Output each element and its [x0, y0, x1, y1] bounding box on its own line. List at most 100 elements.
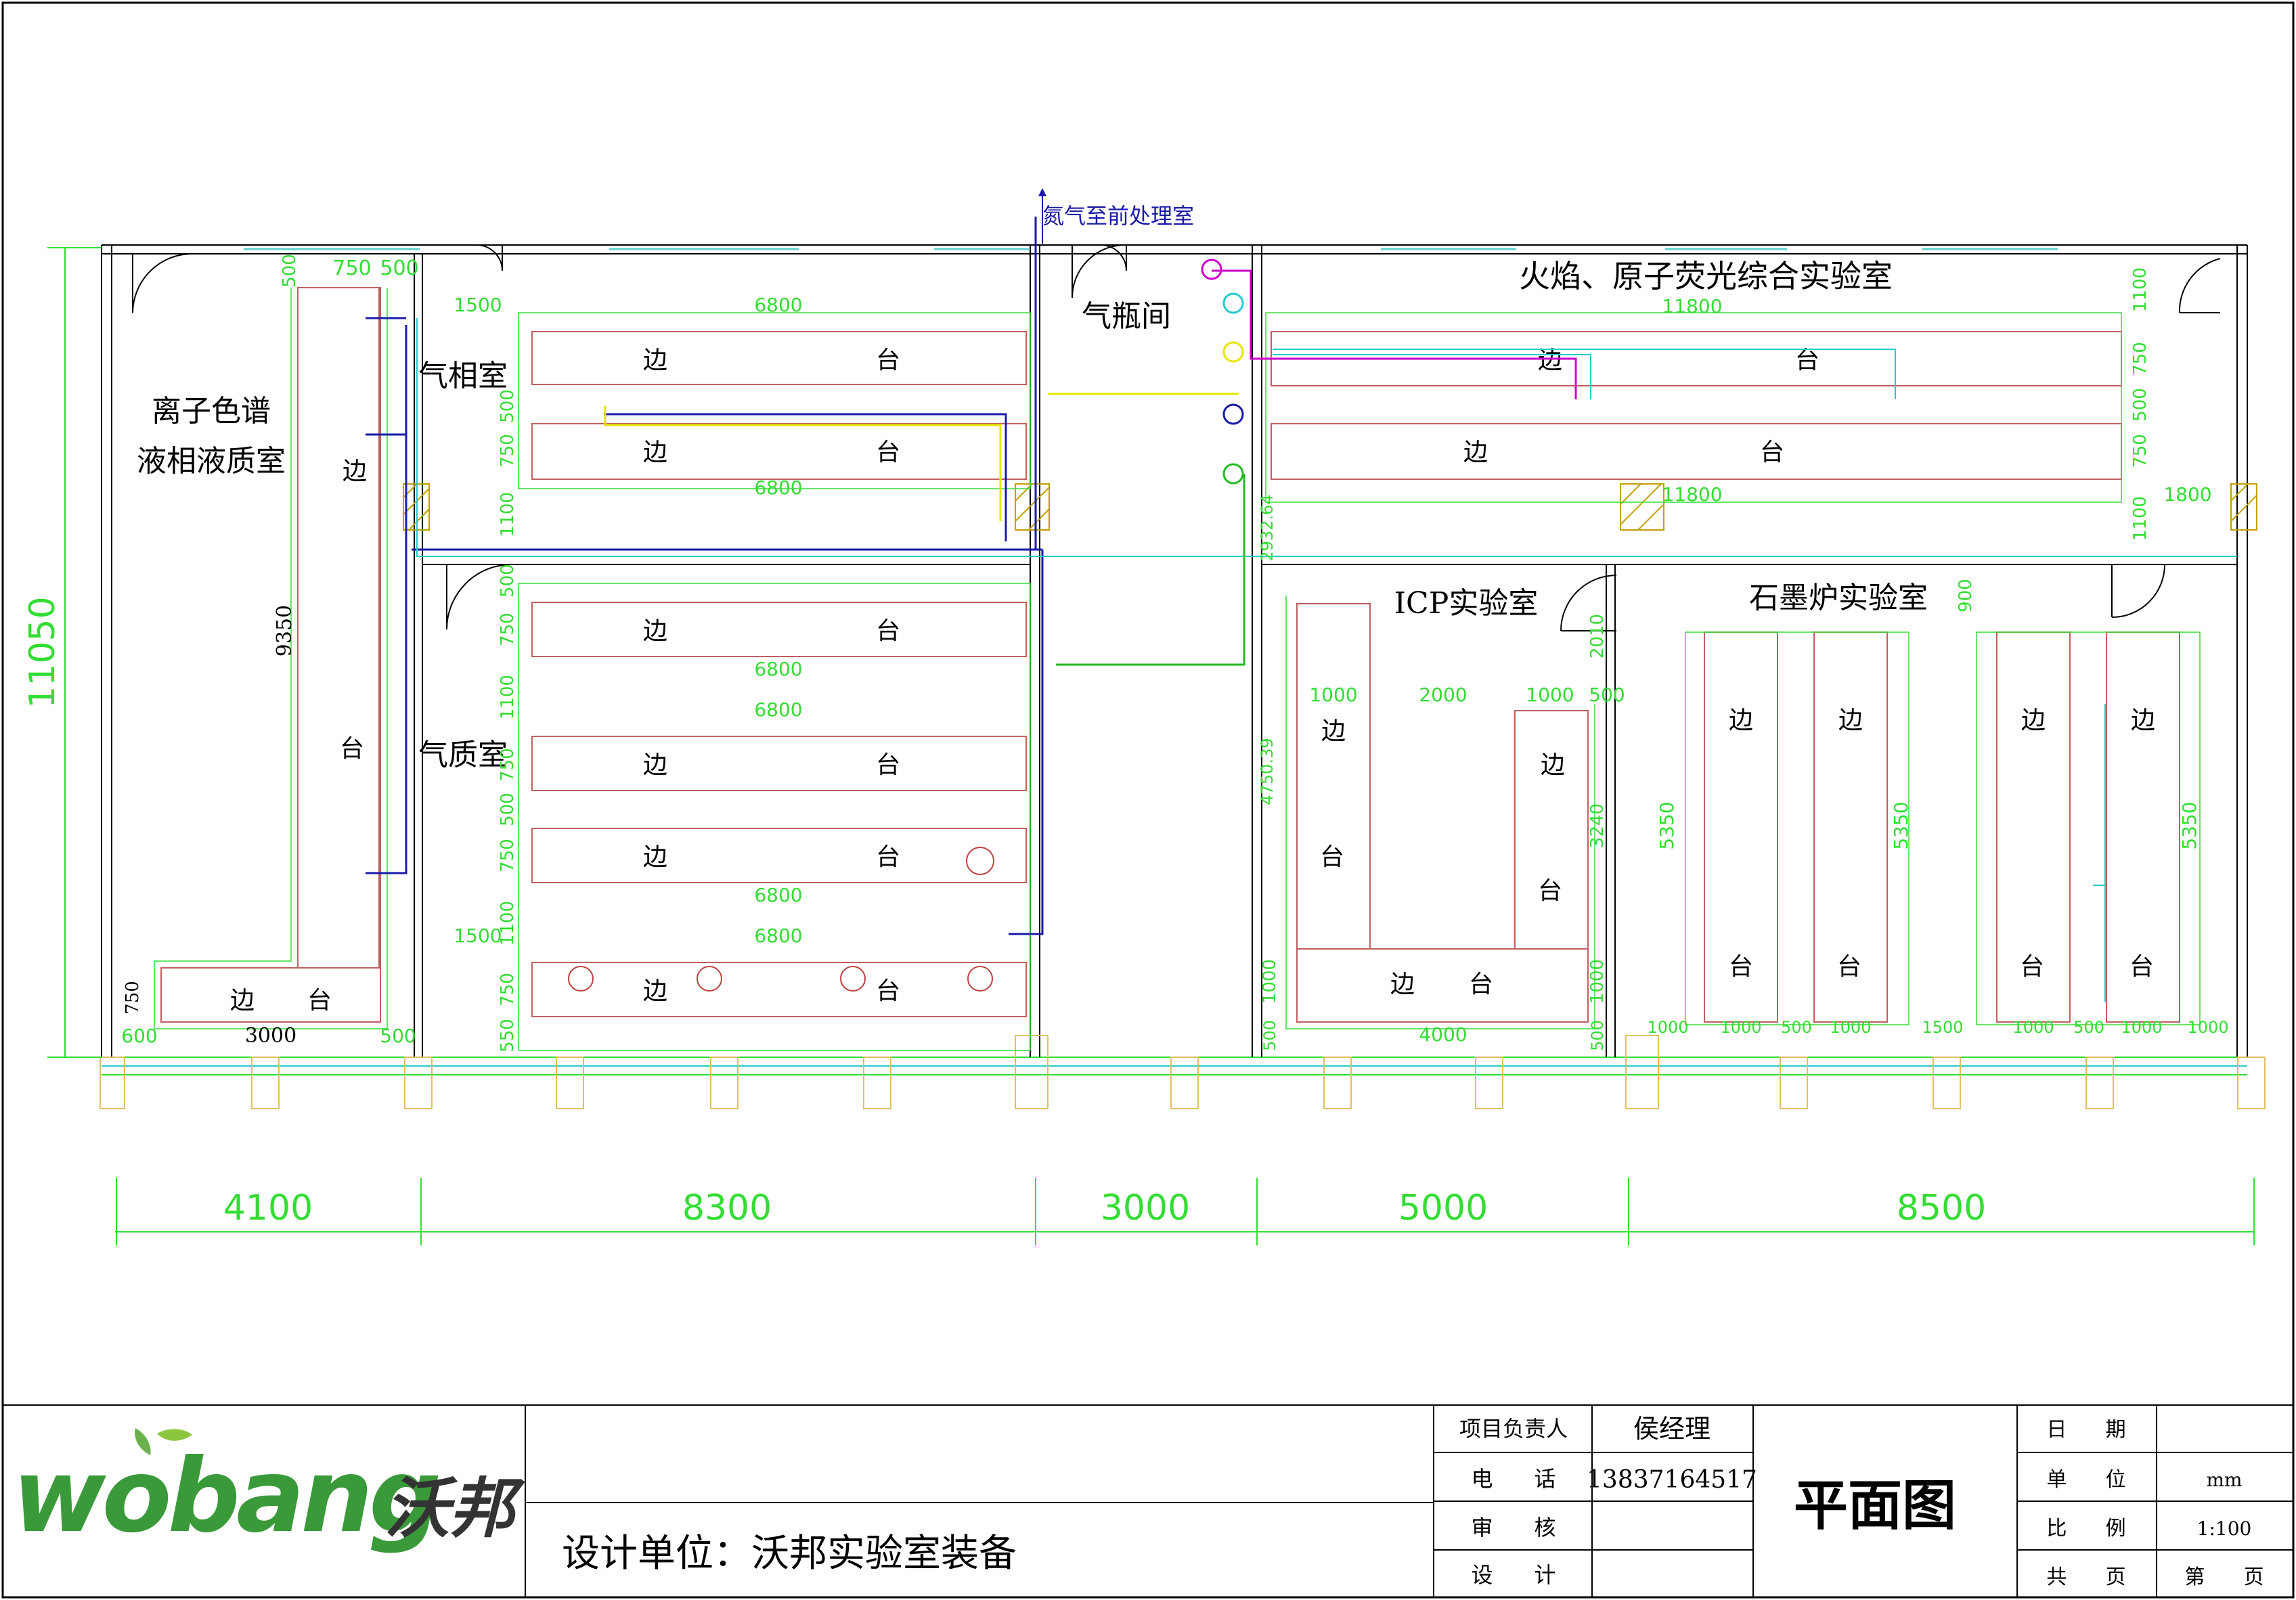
- label-design: 设 计: [1471, 1562, 1555, 1588]
- bench-table-label: 台: [1837, 953, 1861, 981]
- dim-gc-bench-len: 6800: [754, 294, 802, 316]
- bench-table-label: 台: [876, 977, 900, 1005]
- dim-bottom-5: 8500: [1897, 1188, 1986, 1228]
- dim-gc-gap: 1500: [454, 294, 502, 316]
- dim-gcms-bench-len: 6800: [754, 698, 802, 721]
- drawing-title: 平面图: [1794, 1473, 1956, 1537]
- dim-graphite-h: 5350: [1656, 801, 1678, 849]
- columns-mid: [403, 483, 2257, 531]
- room-label-graphite: 石墨炉实验室: [1749, 581, 1928, 615]
- dim-gc-bench-len: 6800: [754, 476, 802, 499]
- bench-table-label: 台: [1320, 843, 1344, 871]
- leaf-icon: [135, 1428, 151, 1455]
- bench-edge-label: 边: [230, 987, 255, 1015]
- room-label-gc: 气相室: [418, 359, 508, 393]
- bench-table-label: 台: [876, 439, 900, 466]
- ion-bench-vertical: [297, 287, 381, 969]
- value-project-lead: 侯经理: [1633, 1414, 1710, 1444]
- bench-edge-label: 边: [1838, 707, 1863, 734]
- bench-table-label: 台: [2020, 953, 2044, 981]
- dim-graphite-h: 5350: [2178, 801, 2201, 849]
- bench-edge-label: 边: [1463, 439, 1488, 466]
- bench-edge-label: 边: [1390, 971, 1415, 998]
- dimensions: 4100 8300 3000 5000 8500 11050 750 500 5…: [22, 247, 2255, 1245]
- dim-gcms-row: 750: [498, 748, 518, 782]
- gas-piping: [366, 217, 2237, 1002]
- dim-gcms-row: 750: [498, 973, 518, 1006]
- leaf-icon: [157, 1429, 192, 1441]
- bench-table-label: 台: [876, 617, 900, 645]
- label-project-lead: 项目负责人: [1459, 1416, 1568, 1442]
- dim-gcms-row: 550: [498, 1019, 518, 1052]
- bench-edge-label: 边: [1541, 751, 1565, 779]
- dim-icp-top: 1000: [1309, 684, 1357, 706]
- dim-ion-length: 9350: [273, 605, 296, 657]
- dim-icp-top: 2000: [1419, 684, 1467, 706]
- label-review: 审 核: [1471, 1515, 1555, 1540]
- company-logo: wobang 沃邦: [12, 1428, 525, 1555]
- dim-flame-row: 1100: [2130, 496, 2150, 541]
- dim-gcms-bench-len: 6800: [754, 658, 802, 680]
- bench-edge-label: 边: [1538, 347, 1562, 374]
- dim-flame-bench: 11800: [1662, 483, 1722, 506]
- dim-graphite-bottom: 1000: [1720, 1018, 1761, 1037]
- bench-table-label: 台: [1795, 347, 1819, 374]
- dim-graphite-bottom: 1000: [2187, 1018, 2228, 1037]
- bench-edge-label: 边: [1321, 717, 1346, 745]
- dim-icp-bottom-gap: 500: [1588, 1020, 1607, 1051]
- graphite-room: 石墨炉实验室 边 台 边 台 边 台 边 台: [1685, 581, 2201, 1025]
- dim-gcms-bench-len: 6800: [754, 884, 802, 906]
- nitrogen-note: 氮气至前处理室: [1042, 203, 1194, 229]
- bench-edge-label: 边: [2131, 707, 2155, 734]
- dim-graphite-bottom: 500: [1781, 1018, 1812, 1037]
- bench-edge-label: 边: [643, 347, 667, 374]
- bench-table-label: 台: [1469, 971, 1493, 998]
- dim-graphite-bottom: 1500: [1922, 1018, 1963, 1037]
- bench-table-label: 台: [307, 987, 332, 1015]
- room-label-icp: ICP实验室: [1394, 586, 1539, 621]
- dim-bottom-4: 5000: [1398, 1188, 1488, 1228]
- room-label-ion-2: 液相液质室: [137, 444, 286, 479]
- dim-gcms-row: 1100: [498, 901, 518, 946]
- bench-table-label: 台: [2129, 953, 2154, 981]
- dim-icp-bottom-gap: 500: [1260, 1020, 1279, 1051]
- value-phone: 13837164517: [1587, 1466, 1757, 1494]
- dim-flame-row: 750: [2130, 342, 2150, 376]
- dim-icp-right-h: 3240: [1587, 803, 1608, 848]
- dim-ion-bench-h: 750: [123, 981, 143, 1015]
- dim-gcms-row: 750: [498, 613, 518, 646]
- dim-gas-pipe: 2932.64: [1258, 494, 1277, 561]
- dim-gc-row: 500: [498, 389, 518, 423]
- dim-icp-bottom-h: 1000: [1587, 959, 1608, 1004]
- dim-graphite-bottom: 1000: [2012, 1018, 2054, 1037]
- room-label-gas: 气瓶间: [1082, 299, 1171, 334]
- dim-gc-row: 750: [498, 434, 518, 468]
- bench-edge-label: 边: [643, 751, 667, 779]
- doors: [132, 244, 2221, 631]
- dim-flame-row: 500: [2130, 388, 2150, 422]
- dim-icp-top: 1000: [1526, 684, 1574, 706]
- dim-graphite-bottom: 500: [2073, 1018, 2104, 1037]
- bench-edge-label: 边: [2021, 707, 2046, 734]
- dim-graphite-h: 5350: [1890, 801, 1912, 849]
- bench-edge-label: 边: [643, 617, 667, 645]
- gas-regulators: [568, 847, 994, 992]
- ion-bench-horizontal: [160, 967, 381, 1023]
- dim-gcms-row: 500: [498, 793, 518, 826]
- dim-flame-bench: 11800: [1662, 295, 1722, 317]
- label-page-no: 第 页: [2184, 1565, 2264, 1589]
- dim-gc-row: 1100: [498, 492, 518, 537]
- dim-icp-bottom-w: 4000: [1419, 1023, 1467, 1046]
- bench-edge-label: 边: [1729, 707, 1753, 734]
- logo-cn: 沃邦: [384, 1471, 525, 1547]
- flame-room: 火焰、原子荧光综合实验室 边 台 边 台: [1265, 258, 2122, 503]
- dim-gcms-gap: 1500: [454, 925, 502, 947]
- dim-graphite-bottom-row: 1000 1000 500 1000 1500 1000 500 1000 10…: [1647, 1018, 2228, 1037]
- bench-table-label: 台: [1760, 439, 1784, 466]
- dim-graphite-bottom: 1000: [1647, 1018, 1688, 1037]
- dim-gcms-bench-len: 6800: [754, 925, 802, 947]
- value-scale: 1:100: [2197, 1517, 2252, 1540]
- bench-table-label: 台: [876, 751, 900, 779]
